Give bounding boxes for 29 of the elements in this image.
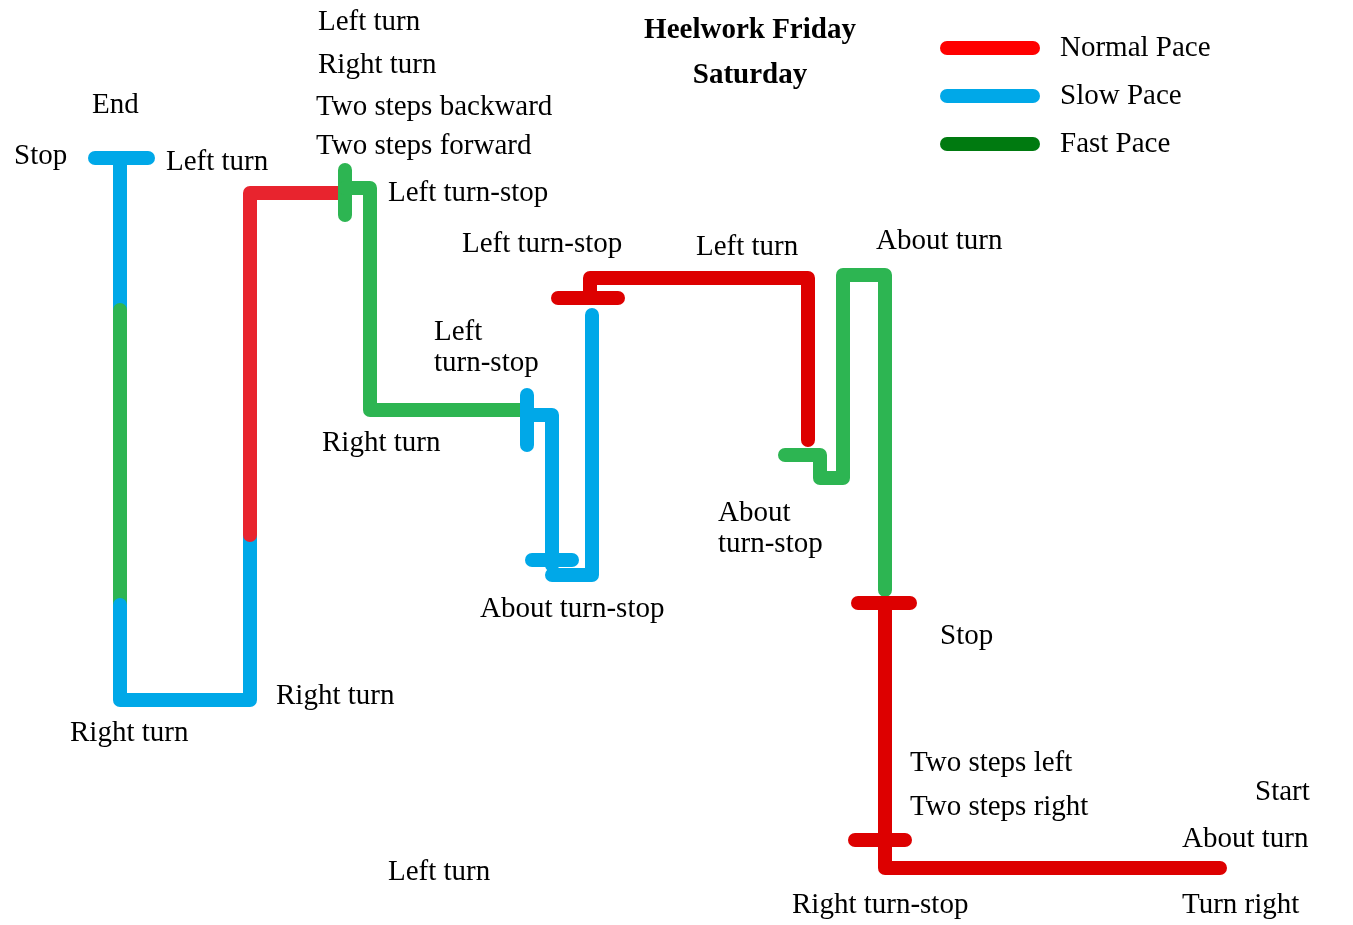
- route-label: Right turn: [70, 716, 189, 747]
- route-label: Left turn: [318, 5, 421, 36]
- route-label: Start: [1255, 775, 1310, 806]
- route-label: About turn-stop: [480, 592, 665, 623]
- legend-label: Normal Pace: [1060, 31, 1211, 62]
- route-label: About turn: [1182, 822, 1309, 853]
- route-label: About turn: [876, 224, 1003, 255]
- legend-label: Fast Pace: [1060, 127, 1171, 158]
- route-label: Two steps right: [910, 790, 1089, 821]
- legend-label: Slow Pace: [1060, 79, 1182, 110]
- route-label: Two steps forward: [316, 129, 532, 160]
- route-label: About turn-stop: [718, 496, 824, 558]
- route-label: Two steps left: [910, 746, 1073, 777]
- route-label: Right turn-stop: [792, 888, 969, 919]
- route-label: Two steps backward: [316, 90, 553, 121]
- route-label: Right turn: [318, 48, 437, 79]
- route-label: Stop: [14, 139, 68, 170]
- route-label: Right turn: [322, 426, 441, 457]
- route-label: Right turn: [276, 679, 395, 710]
- route-label: Left turn: [166, 145, 269, 176]
- route-label: Left turn-stop: [434, 315, 540, 377]
- route-label: Left turn-stop: [388, 176, 549, 207]
- route-label: Left turn: [388, 855, 491, 886]
- route-label: Left turn-stop: [462, 227, 623, 258]
- route-label: Turn right: [1182, 888, 1300, 919]
- route-label: Left turn: [696, 230, 799, 261]
- route-label: End: [92, 88, 139, 119]
- title: Heelwork Friday Saturday: [643, 11, 857, 91]
- route-label: Stop: [940, 619, 994, 650]
